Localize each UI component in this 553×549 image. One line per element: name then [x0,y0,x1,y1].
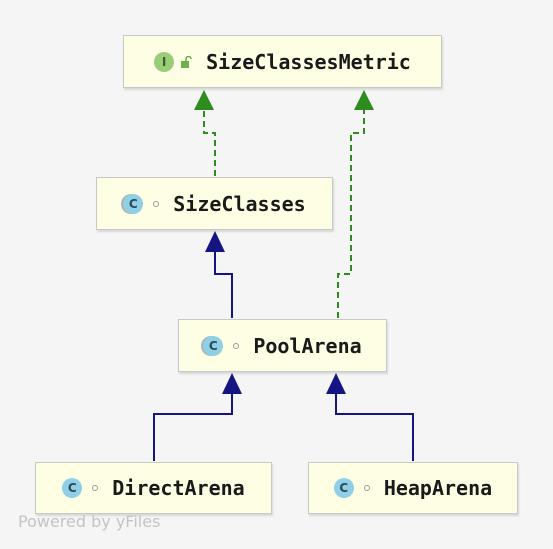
node-directarena[interactable]: C DirectArena [35,462,272,514]
node-icons: C [203,335,240,356]
class-icon: C [62,478,83,498]
node-icons: C [333,478,370,498]
edge-poolarena-implements-sizeclassesmetric [337,108,365,318]
node-icons: C [123,193,160,214]
abstract-class-icon: C [123,193,144,214]
node-sizeclasses[interactable]: C SizeClasses [96,177,333,230]
node-heaparena[interactable]: C HeapArena [308,462,518,514]
unlocked-icon [181,55,192,68]
package-private-icon [363,485,370,491]
node-label: PoolArena [253,333,362,358]
node-icons: I [154,51,192,72]
node-label: DirectArena [112,476,245,500]
arrowhead-implements-1 [194,90,214,110]
abstract-class-icon: C [203,335,224,356]
arrowhead-extends-3 [326,373,346,394]
interface-icon: I [154,51,175,72]
arrowhead-implements-2 [354,90,374,110]
node-label: SizeClasses [173,191,306,216]
edge-poolarena-extends-sizeclasses [214,250,233,318]
arrowhead-extends-2 [222,373,242,394]
node-label: SizeClassesMetric [206,49,411,74]
yfiles-watermark: Powered by yFiles [18,512,161,531]
class-icon: C [333,478,354,498]
edge-directarena-extends-poolarena [153,392,233,461]
node-sizeclassesmetric[interactable]: I SizeClassesMetric [123,35,442,88]
edge-heaparena-extends-poolarena [335,392,414,461]
node-poolarena[interactable]: C PoolArena [178,319,387,372]
node-label: HeapArena [383,476,493,500]
arrowhead-extends-1 [205,231,225,252]
node-icons: C [62,478,99,498]
package-private-icon [233,342,240,349]
edge-sizeclasses-implements-sizeclassesmetric [203,108,216,176]
package-private-icon [153,200,160,207]
package-private-icon [92,485,99,491]
